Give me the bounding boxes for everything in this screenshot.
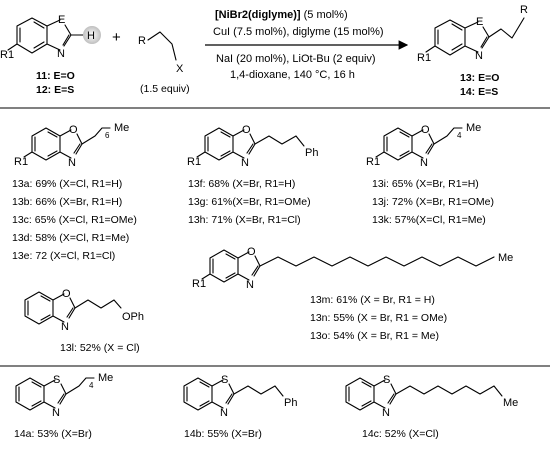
compound-14c: S N Me 14c: 52% (X=Cl) <box>345 374 518 440</box>
entry-13c: 13c: 65% (X=Cl, R1=OMe) <box>12 214 137 226</box>
atom-R1: R1 <box>0 49 14 61</box>
compound-13m-o: O N Me R1 13m: 61% (X = Br, R1 = H) 13n:… <box>192 246 513 342</box>
label-atom_labels-O: O <box>247 246 256 258</box>
label-groups-7-substituent: Me <box>503 397 518 409</box>
compound-13f-h: O N Ph R1 13f: 68% (X=Br, R1=H) 13g: 61%… <box>187 124 318 226</box>
atom-E: E <box>58 14 65 26</box>
compound-14b: S N Ph 14b: 55% (X=Br) <box>183 374 297 440</box>
atom-E: E <box>476 16 483 28</box>
label-groups-3-substituent: Me <box>498 252 513 264</box>
entry-14a: 14a: 53% (X=Br) <box>14 428 92 440</box>
entry-14c: 14c: 52% (X=Cl) <box>362 428 439 440</box>
atom-N: N <box>57 48 65 60</box>
entry-13b: 13b: 66% (X=Br, R1=H) <box>12 196 122 208</box>
label-atom_labels-O: O <box>242 124 251 136</box>
entry-13g: 13g: 61%(X=Br, R1=OMe) <box>188 196 311 208</box>
label-atom_labels-N: N <box>382 407 390 419</box>
label-atom_labels-S: S <box>383 374 390 386</box>
label-groups-1-substituent: Ph <box>305 147 318 159</box>
entry-13o: 13o: 54% (X = Br, R1 = Me) <box>310 330 439 342</box>
catalyst-loading: (5 mol%) <box>301 9 348 21</box>
label-13: 13: E=O <box>460 72 499 84</box>
label-atom_labels-R1: R1 <box>187 156 201 168</box>
condition-line2: CuI (7.5 mol%), diglyme (15 mol%) <box>213 26 384 38</box>
entry-13i: 13i: 65% (X=Br, R1=H) <box>372 178 479 190</box>
condition-line3: NaI (20 mol%), LiOt-Bu (2 equiv) <box>216 53 376 65</box>
compound-14a: S N 4 Me 14a: 53% (X=Br) <box>14 372 113 440</box>
label-atom_labels-O: O <box>62 288 71 300</box>
label-atom_labels-N: N <box>52 407 60 419</box>
entry-13f: 13f: 68% (X=Br, R1=H) <box>188 178 295 190</box>
label-atom_labels-O: O <box>69 124 78 136</box>
entry-13m: 13m: 61% (X = Br, R1 = H) <box>310 294 435 306</box>
label-atom_labels-R1: R1 <box>192 278 206 290</box>
atom-H: H <box>87 30 95 42</box>
label-atom_labels-R1: R1 <box>366 156 380 168</box>
entry-13d: 13d: 58% (X=Cl, R1=Me) <box>12 232 129 244</box>
label-14: 14: E=S <box>460 86 498 98</box>
atom-X: X <box>176 63 184 75</box>
entry-13e: 13e: 72 (X=Cl, R1=Cl) <box>12 250 115 262</box>
compound-13a-e: O N 6 Me R1 13a: 69% (X=Cl, R1=H) 13b: 6… <box>12 122 137 262</box>
label-groups-6-substituent: Ph <box>284 397 297 409</box>
label-groups-0-substituent: Me <box>114 122 129 134</box>
label-atom_labels-S: S <box>221 374 228 386</box>
label-atom_labels-N: N <box>241 157 249 169</box>
label-groups-5-repeat: 4 <box>89 381 94 390</box>
entry-14b: 14b: 55% (X=Br) <box>184 428 262 440</box>
label-11: 11: E=O <box>36 70 75 82</box>
label-atom_labels-N: N <box>246 279 254 291</box>
catalyst: [NiBr2(diglyme)] <box>215 9 301 21</box>
label-atom_labels-S: S <box>53 374 60 386</box>
label-atom_labels-N: N <box>68 157 76 169</box>
svg-text:[NiBr2(diglyme)] (5 mol%): [NiBr2(diglyme)] (5 mol%) <box>215 9 348 21</box>
entry-13h: 13h: 71% (X=Br, R1=Cl) <box>188 214 301 226</box>
atom-R: R <box>520 4 528 16</box>
conditions: [NiBr2(diglyme)] (5 mol%) CuI (7.5 mol%)… <box>205 9 409 81</box>
compound-13l: O N OPh 13l: 52% (X = Cl) <box>24 288 144 354</box>
entry-13k: 13k: 57%(X=Cl, R1=Me) <box>372 214 486 226</box>
compound-13i-k: O N 4 Me R1 13i: 65% (X=Br, R1=H) 13j: 7… <box>366 122 494 226</box>
label-groups-2-substituent: Me <box>466 122 481 134</box>
label-groups-4-substituent: OPh <box>122 311 144 323</box>
atom-N: N <box>475 50 483 62</box>
label-atom_labels-N: N <box>61 321 69 333</box>
label-groups-5-substituent: Me <box>98 372 113 384</box>
atom-R1: R1 <box>417 52 431 64</box>
label-atom_labels-N: N <box>220 407 228 419</box>
entry-13l: 13l: 52% (X = Cl) <box>60 342 140 354</box>
label-atom_labels-R1: R1 <box>14 156 28 168</box>
condition-line4: 1,4-dioxane, 140 °C, 16 h <box>230 69 355 81</box>
entry-13n: 13n: 55% (X = Br, R1 = OMe) <box>310 312 447 324</box>
label-atom_labels-N: N <box>420 157 428 169</box>
product-benzazole: E N R R1 13: E=O 14: E=S <box>417 4 528 98</box>
label-atom_labels-O: O <box>421 124 430 136</box>
label-groups-0-repeat: 6 <box>105 131 110 140</box>
equiv-label: (1.5 equiv) <box>140 83 190 95</box>
atom-R: R <box>138 35 146 47</box>
reactant-benzazole: E N H R1 11: E=O 12: E=S <box>0 14 101 96</box>
label-groups-2-repeat: 4 <box>457 131 462 140</box>
hydrogen-highlight <box>83 26 101 44</box>
plus-sign: + <box>112 29 121 46</box>
entry-13a: 13a: 69% (X=Cl, R1=H) <box>12 178 122 190</box>
entry-13j: 13j: 72% (X=Br, R1=OMe) <box>372 196 494 208</box>
reactant-alkyl-halide: R X (1.5 equiv) <box>138 31 190 95</box>
label-12: 12: E=S <box>36 84 74 96</box>
